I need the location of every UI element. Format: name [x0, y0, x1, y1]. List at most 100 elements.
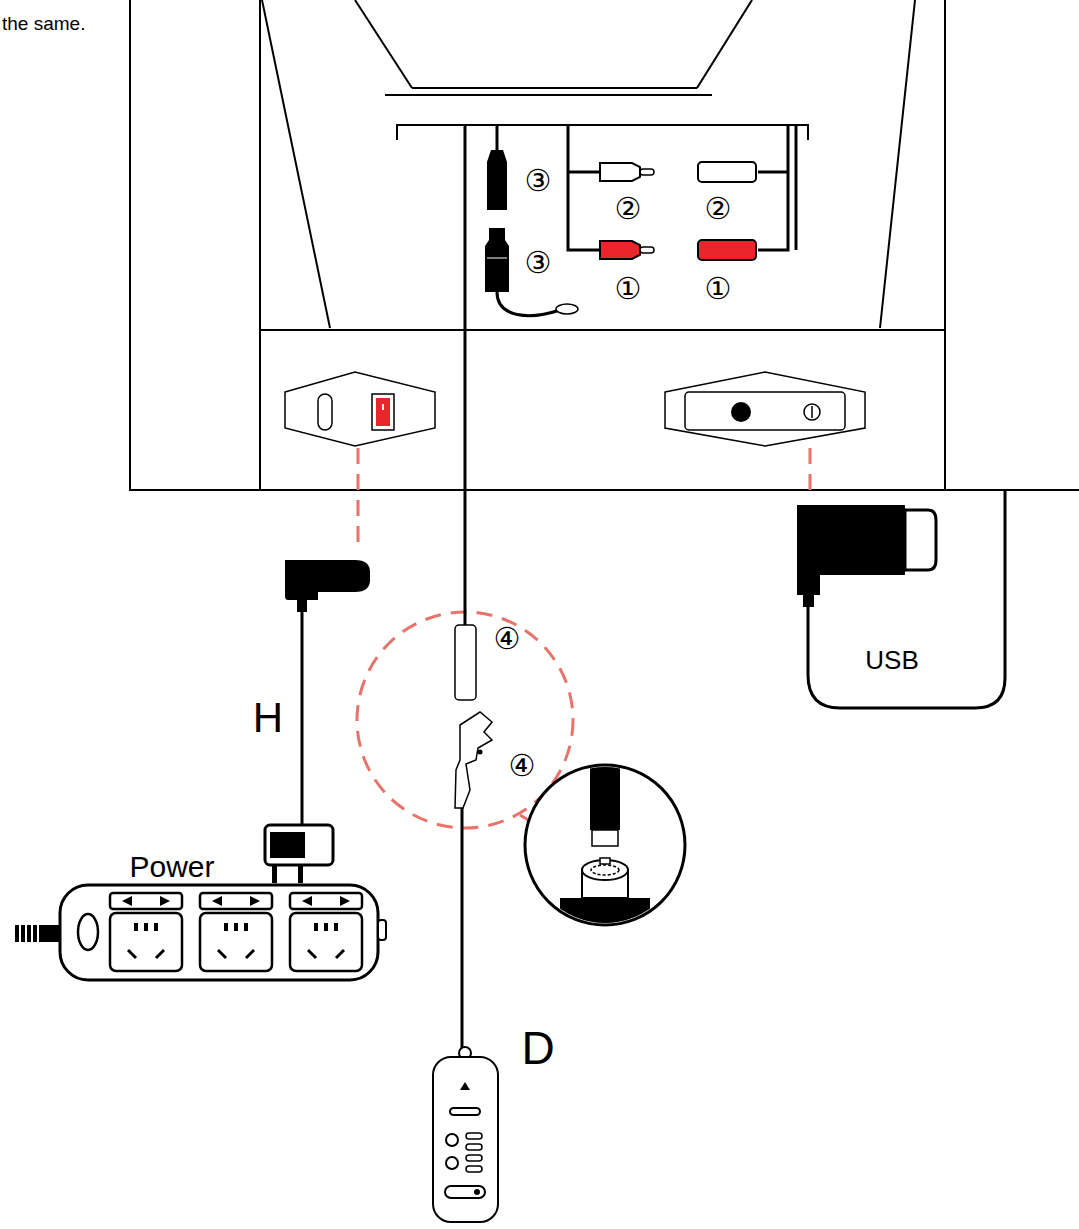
power-strip	[314, 923, 318, 931]
housing	[944, 0, 946, 490]
rca-wires	[758, 125, 788, 250]
remote-control	[445, 1186, 485, 1198]
zoom-detail	[592, 830, 618, 846]
part-letter: D	[521, 1023, 554, 1074]
remote-control	[460, 1082, 470, 1090]
switch-panel	[376, 398, 390, 426]
port-panel	[811, 406, 813, 418]
zoom-detail	[591, 865, 619, 875]
power-strip	[60, 885, 378, 980]
usb-cable	[803, 595, 814, 607]
power-strip	[200, 893, 272, 909]
remote-control	[466, 1155, 482, 1161]
power-strip	[378, 920, 386, 940]
rca-wires	[568, 171, 600, 174]
control-cable	[461, 808, 464, 1050]
motor-connector	[485, 125, 578, 316]
power-strip	[134, 923, 138, 931]
housing	[130, 0, 1079, 490]
power-cable	[297, 600, 307, 612]
zoom-detail	[525, 760, 685, 938]
power-strip	[246, 950, 254, 958]
switch-panel	[318, 394, 332, 430]
housing	[397, 125, 808, 140]
power-strip	[20, 925, 38, 942]
remote-control	[466, 1166, 482, 1172]
port-panel	[685, 392, 845, 430]
power-strip	[224, 923, 228, 931]
motor-connector	[497, 292, 560, 316]
power-cable	[265, 825, 333, 865]
switch-panel	[285, 372, 435, 446]
callout-number: ④	[509, 749, 536, 782]
power-strip	[250, 896, 260, 906]
power-strip	[154, 923, 158, 931]
power-strip	[156, 950, 164, 958]
dashed-guide	[809, 448, 812, 500]
power-strip	[244, 923, 248, 931]
remote-control	[433, 1057, 498, 1222]
power-strip	[308, 950, 316, 958]
rca-plugs	[600, 241, 640, 259]
housing	[130, 0, 1079, 490]
switch-panel	[372, 394, 394, 430]
callout-number: ③	[525, 164, 552, 197]
remote-control	[474, 1189, 480, 1195]
remote-control	[466, 1133, 482, 1139]
port-panel	[665, 372, 865, 446]
motor-connector	[487, 150, 507, 210]
power-strip	[15, 885, 386, 980]
housing	[385, 94, 712, 96]
power-strip	[334, 923, 338, 931]
callout-number: ④	[494, 622, 521, 655]
rca-plugs	[698, 162, 756, 182]
remote-control	[446, 1134, 458, 1146]
power-strip	[110, 893, 182, 909]
remote-control	[433, 1047, 498, 1222]
switch-panel	[285, 372, 435, 446]
rca-wires	[758, 171, 788, 174]
power-strip	[212, 896, 222, 906]
housing	[880, 0, 915, 328]
power-strip	[218, 950, 226, 958]
port-panel	[804, 404, 820, 420]
callout-number: ①	[705, 272, 732, 305]
callout-number: ③	[525, 246, 552, 279]
control-cable	[478, 750, 483, 755]
part-name: USB	[865, 646, 918, 675]
rca-plugs	[600, 163, 640, 181]
dashed-guide	[357, 448, 360, 545]
power-cable	[285, 560, 370, 600]
control-cable	[455, 712, 492, 808]
remote-control	[450, 1108, 480, 1115]
callout-number: ②	[705, 192, 732, 225]
motor-connector	[485, 228, 509, 292]
housing	[412, 87, 697, 89]
power-strip	[324, 923, 328, 931]
power-cable	[301, 612, 304, 825]
housing	[355, 0, 412, 88]
power-strip	[234, 923, 238, 931]
power-strip	[78, 914, 98, 950]
control-cable	[455, 125, 492, 1050]
power-cable	[298, 865, 303, 883]
rca-plugs	[698, 240, 756, 260]
power-strip	[200, 913, 272, 971]
rca-wires	[795, 125, 798, 250]
power-strip	[160, 896, 170, 906]
rca-wires	[568, 125, 600, 250]
remote-control	[466, 1144, 482, 1150]
callout-number: ①	[615, 272, 642, 305]
remote-control	[446, 1157, 458, 1169]
switch-panel	[382, 404, 384, 410]
usb-cable	[808, 490, 1005, 708]
zoom-detail	[560, 760, 650, 938]
power-strip	[290, 913, 362, 971]
housing	[259, 0, 261, 490]
control-cable	[455, 625, 476, 700]
part-letter: H	[253, 695, 283, 741]
part-name: Power	[129, 850, 214, 883]
usb-cable	[797, 505, 905, 595]
power-strip	[110, 913, 182, 971]
